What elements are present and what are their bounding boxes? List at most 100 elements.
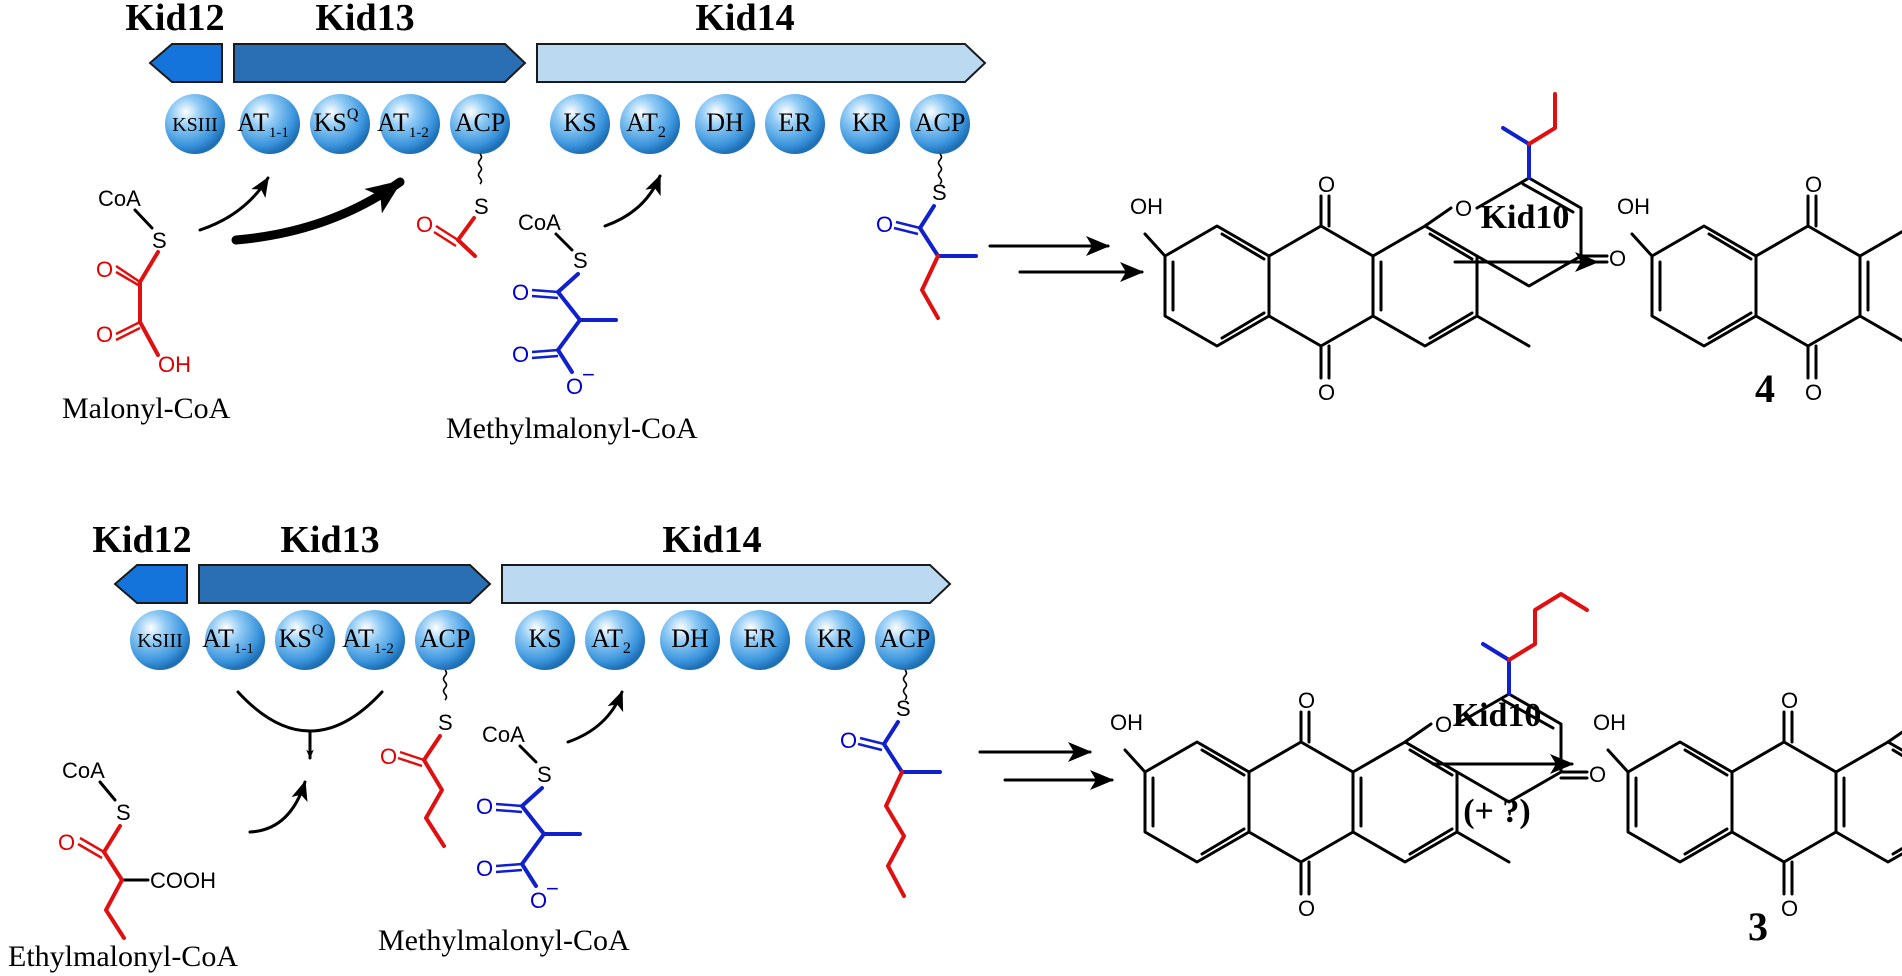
domain-acp1-label: ACP [420, 624, 471, 653]
domain-er-icon [730, 610, 790, 670]
atom-oh: OH [1617, 194, 1650, 219]
loading-arrow-icon [603, 174, 662, 228]
loading-arrow-icon [566, 690, 624, 744]
domain-kr-icon [805, 610, 865, 670]
domain-at11-label: AT1-1 [237, 108, 289, 141]
gene-kid14-label: Kid14 [695, 0, 794, 39]
loading-arrow-bold-icon [231, 177, 405, 245]
domain-at2-label: AT2 [626, 108, 666, 141]
atom-o: O [58, 830, 75, 855]
domain-acp2-label: ACP [915, 108, 966, 137]
domain-kr-icon [840, 94, 900, 154]
atom-coa: CoA [98, 186, 141, 211]
acyl-acp2-structure: S O [840, 669, 942, 898]
product-4-structure: OH O O O O [1617, 172, 1902, 405]
domain-at2-label: AT2 [591, 624, 631, 657]
atom-o: O [1455, 196, 1472, 221]
domain-er-label: ER [743, 624, 777, 653]
domain-at12-label: AT1-2 [342, 624, 394, 657]
atom-o: O [416, 212, 433, 237]
atom-o: O [1805, 380, 1822, 405]
atom-s: S [537, 762, 552, 787]
acyl-acp1-structure: S O [416, 153, 489, 258]
atom-o: O [512, 280, 529, 305]
top-panel: Kid12 Kid13 Kid14 KSIII AT1-1 KSQ AT1-2 … [62, 0, 1902, 445]
atom-o: O [1781, 688, 1798, 713]
domain-kr-label: KR [852, 108, 889, 137]
gene-kid14-label: Kid14 [662, 519, 761, 561]
atom-o: O [876, 212, 893, 237]
gene-kid12-label: Kid12 [125, 0, 224, 39]
acyl-acp2-structure: S O [876, 153, 978, 320]
product-a-structure: OH O O O O [1110, 592, 1606, 921]
methylmalonyl-coa-caption: Methylmalonyl-CoA [446, 412, 698, 445]
domain-acp2-icon [910, 94, 970, 154]
atom-o: O [1318, 172, 1335, 197]
atom-o-minus: O [530, 888, 547, 913]
loading-arrow-icon [248, 780, 308, 834]
domain-acp2-icon [875, 610, 935, 670]
atom-o: O [1805, 172, 1822, 197]
domain-dh-icon [660, 610, 720, 670]
atom-s: S [896, 696, 911, 721]
gene-kid13: Kid13 [198, 519, 492, 604]
domain-at11-label: AT1-1 [202, 624, 254, 657]
atom-oh: OH [1110, 710, 1143, 735]
domain-dh-label: DH [706, 108, 744, 137]
atom-o: O [96, 322, 113, 347]
gene-kid12: Kid12 [92, 519, 192, 604]
atom-o: O [1589, 762, 1606, 787]
atom-s: S [573, 248, 588, 273]
gene-kid14: Kid14 [536, 0, 987, 83]
domain-at12-icon [345, 610, 405, 670]
atom-s: S [152, 228, 167, 253]
gene-kid13: Kid13 [233, 0, 527, 83]
charge-minus: − [582, 362, 595, 387]
domain-at2-icon [620, 94, 680, 154]
malonyl-coa-structure: CoA S O O OH Malonyl-CoA [62, 186, 231, 425]
domain-at11-icon [205, 610, 265, 670]
methylmalonyl-coa-structure: CoA S O O O − Methylmalonyl-CoA [446, 210, 698, 445]
atom-o: O [1298, 688, 1315, 713]
loading-arrow-icon [198, 176, 270, 232]
domain-ks-label: KS [528, 624, 561, 653]
atom-coa: CoA [518, 210, 561, 235]
domain-ksiii-icon [130, 610, 190, 670]
atom-o: O [512, 342, 529, 367]
gene-kid13-label: Kid13 [280, 519, 379, 561]
methylmalonyl-coa-structure: CoA S O O O − Methylmalonyl-CoA [378, 722, 630, 957]
atom-s: S [474, 194, 489, 219]
atom-coa: CoA [482, 722, 525, 747]
domain-at2-icon [585, 610, 645, 670]
domain-at11-icon [240, 94, 300, 154]
malonyl-coa-caption: Malonyl-CoA [62, 392, 231, 425]
domain-row: KSIII AT1-1 KSQ AT1-2 ACP KS AT2 DH ER K… [165, 94, 970, 154]
gene-kid12-label: Kid12 [92, 519, 191, 561]
product-3-structure: OH O O O O [1593, 688, 1902, 921]
domain-acp1-icon [415, 610, 475, 670]
enzyme-note: (+ ?) [1463, 793, 1531, 830]
domain-at12-icon [380, 94, 440, 154]
atom-oh: OH [1130, 194, 1163, 219]
atom-s: S [438, 710, 453, 735]
domain-acp2-label: ACP [880, 624, 931, 653]
domain-er-icon [765, 94, 825, 154]
domain-ks-label: KS [563, 108, 596, 137]
domain-ksiii-label: KSIII [137, 630, 183, 652]
atom-oh: OH [158, 352, 191, 377]
enzyme-kid10-label: Kid10 [1453, 697, 1542, 734]
compound-3-label: 3 [1748, 904, 1768, 949]
domain-ksq-label: KSQ [279, 622, 324, 653]
domain-dh-label: DH [671, 624, 709, 653]
domain-er-label: ER [778, 108, 812, 137]
atom-o: O [1318, 380, 1335, 405]
ethylmalonyl-coa-structure: CoA S O COOH Ethylmalonyl-CoA [8, 758, 238, 973]
atom-o: O [840, 728, 857, 753]
acyl-acp1-structure: S O [380, 669, 453, 848]
atom-o: O [1781, 896, 1798, 921]
atom-o: O [1298, 896, 1315, 921]
enzyme-kid10-label: Kid10 [1481, 199, 1570, 236]
domain-row: KSIII AT1-1 KSQ AT1-2 ACP KS AT2 DH ER K… [130, 610, 935, 670]
domain-acp1-icon [450, 94, 510, 154]
